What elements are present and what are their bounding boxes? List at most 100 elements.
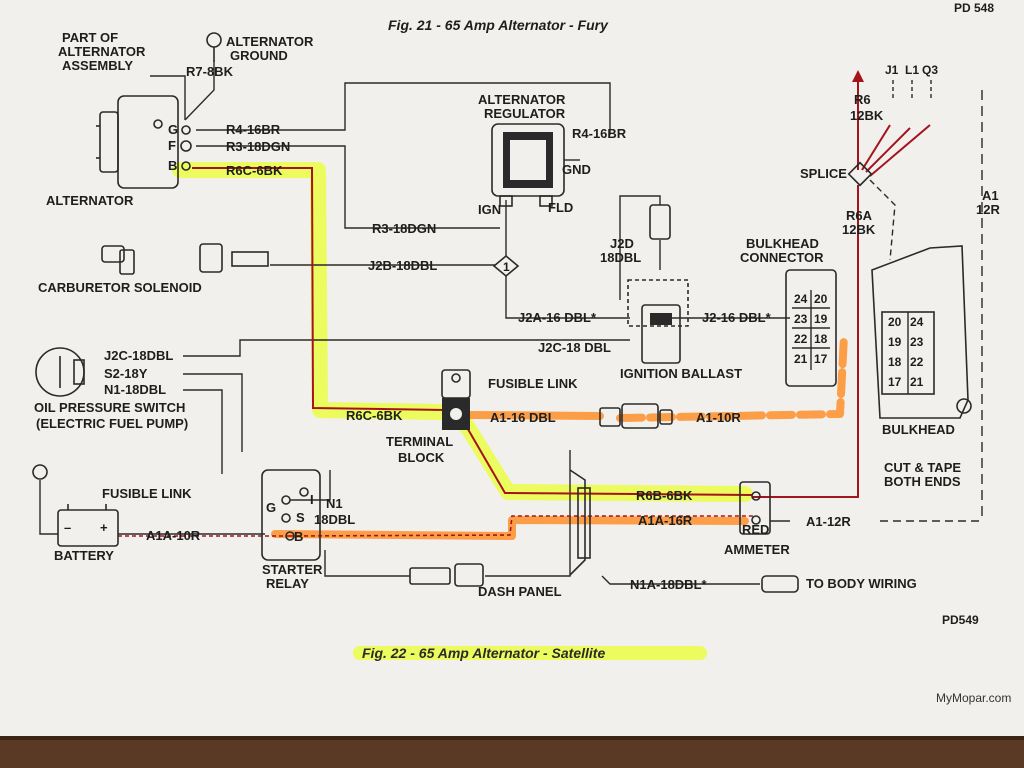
pd548-code: PD 548 — [954, 1, 994, 15]
terminal-block-label: BLOCK — [398, 450, 445, 465]
fusible-link-label: FUSIBLE LINK — [488, 376, 578, 391]
pin: 21 — [910, 375, 924, 389]
wire-label: R6C-6BK — [346, 408, 403, 423]
table-edge — [0, 738, 1024, 768]
pin: 17 — [814, 352, 828, 366]
paper-sheet — [0, 0, 1024, 738]
red-pen-annotations — [118, 70, 931, 537]
cut-tape-label: BOTH ENDS — [884, 474, 961, 489]
diagram-wires — [39, 60, 983, 585]
pin: 23 — [910, 335, 924, 349]
j1-label: J1 — [885, 63, 899, 77]
arrowhead-icon — [852, 70, 864, 82]
wire-label: R6B-6BK — [636, 488, 693, 503]
alternator-label: ALTERNATOR — [46, 193, 134, 208]
wire-label: R7-8BK — [186, 64, 234, 79]
table-edge-shadow — [0, 736, 1024, 740]
wire-label: A1-16 DBL — [490, 410, 556, 425]
body-wiring-connector-icon — [761, 575, 799, 593]
battery-icon — [32, 464, 119, 547]
terminal-g-label: G — [168, 122, 178, 137]
wire-label: A1A-16R — [638, 513, 693, 528]
pin: 18 — [814, 332, 828, 346]
wire-label: 12BK — [842, 222, 876, 237]
starter-relay-icon — [261, 469, 321, 561]
bulkhead-connector-icon: 24 20 23 19 22 18 21 17 — [785, 269, 837, 387]
bulkhead-connector-label: CONNECTOR — [740, 250, 824, 265]
pin: 18 — [888, 355, 902, 369]
pin: 19 — [814, 312, 828, 326]
terminal-f-label: F — [168, 138, 176, 153]
wire-label: N1-18DBL — [104, 382, 166, 397]
oil-pressure-label: (ELECTRIC FUEL PUMP) — [36, 416, 188, 431]
splice-icon — [847, 161, 873, 187]
body-wiring-label: TO BODY WIRING — [806, 576, 917, 591]
wire-label: S2-18Y — [104, 366, 148, 381]
pin: 23 — [794, 312, 808, 326]
wire-label: A1-10R — [696, 410, 741, 425]
starter-relay-label: RELAY — [266, 576, 309, 591]
wire-label: R4-16BR — [226, 122, 281, 137]
bulkhead-icon: 20 24 19 23 18 22 17 21 — [871, 245, 972, 419]
pin: 20 — [814, 292, 828, 306]
wire-label: R6A — [846, 208, 873, 223]
watermark: MyMopar.com — [936, 691, 1011, 705]
wire-label: J2C-18 DBL — [538, 340, 611, 355]
pin: 22 — [794, 332, 808, 346]
alternator-ground-label: GROUND — [230, 48, 288, 63]
relay-b-label: B — [294, 529, 303, 544]
pin: 17 — [888, 375, 902, 389]
relay-s-label: S — [296, 510, 305, 525]
diamond-splice-icon — [492, 254, 520, 278]
regulator-ign-label: IGN — [478, 202, 501, 217]
dash-panel-connector-icon — [409, 469, 591, 587]
fusible-link-label: FUSIBLE LINK — [102, 486, 192, 501]
pin: 21 — [794, 352, 808, 366]
terminal-block-label: TERMINAL — [386, 434, 453, 449]
alternator-ground-label: ALTERNATOR — [226, 34, 314, 49]
regulator-fld-label: FLD — [548, 200, 573, 215]
ammeter-red-label: RED — [742, 522, 769, 537]
battery-neg: – — [64, 520, 71, 535]
battery-pos: + — [100, 520, 108, 535]
pin: 24 — [910, 315, 924, 329]
starter-relay-label: STARTER — [262, 562, 323, 577]
wire-label: J2-16 DBL* — [702, 310, 772, 325]
alternator-regulator-icon — [491, 123, 580, 207]
ignition-ballast-label: IGNITION BALLAST — [620, 366, 742, 381]
wire-label: N1A-18DBL* — [630, 577, 708, 592]
regulator-gnd-label: GND — [562, 162, 591, 177]
wire-label: 18DBL — [314, 512, 355, 527]
labels: Fig. 21 - 65 Amp Alternator - Fury PD 54… — [34, 1, 1011, 705]
wire-label: R4-16BR — [572, 126, 627, 141]
pin: 20 — [888, 315, 902, 329]
terminal-block-icon — [441, 369, 471, 430]
pin: 19 — [888, 335, 902, 349]
ammeter-label: AMMETER — [724, 542, 790, 557]
pin: 24 — [794, 292, 808, 306]
wire-label: R6 — [854, 92, 871, 107]
dash-panel-label: DASH PANEL — [478, 584, 562, 599]
wire-label: 12R — [976, 202, 1000, 217]
fig21-title: Fig. 21 - 65 Amp Alternator - Fury — [388, 17, 609, 33]
wire-label: A1A-10R — [146, 528, 201, 543]
part-of-label: PART OF — [62, 30, 118, 45]
bulkhead-label: BULKHEAD — [882, 422, 955, 437]
ignition-ballast-icon — [627, 204, 689, 364]
diamond-number: 1 — [503, 260, 510, 274]
wire-label: J2D — [610, 236, 634, 251]
relay-i-label: I — [310, 492, 314, 507]
l1-label: L1 — [905, 63, 919, 77]
oil-pressure-label: OIL PRESSURE SWITCH — [34, 400, 185, 415]
connector-pins-left: 24 20 23 19 22 18 21 17 — [794, 292, 828, 366]
q3-label: Q3 — [922, 63, 938, 77]
terminal-b-label: B — [168, 158, 177, 173]
ground-symbol-icon — [206, 32, 222, 62]
wire-label: N1 — [326, 496, 343, 511]
fig22-title: Fig. 22 - 65 Amp Alternator - Satellite — [362, 645, 605, 661]
relay-g-label: G — [266, 500, 276, 515]
orange-highlight-path — [271, 332, 848, 540]
wire-label: R3-18DGN — [226, 139, 290, 154]
wire-label: R6C-6BK — [226, 163, 283, 178]
wire-label: A1-12R — [806, 514, 851, 529]
